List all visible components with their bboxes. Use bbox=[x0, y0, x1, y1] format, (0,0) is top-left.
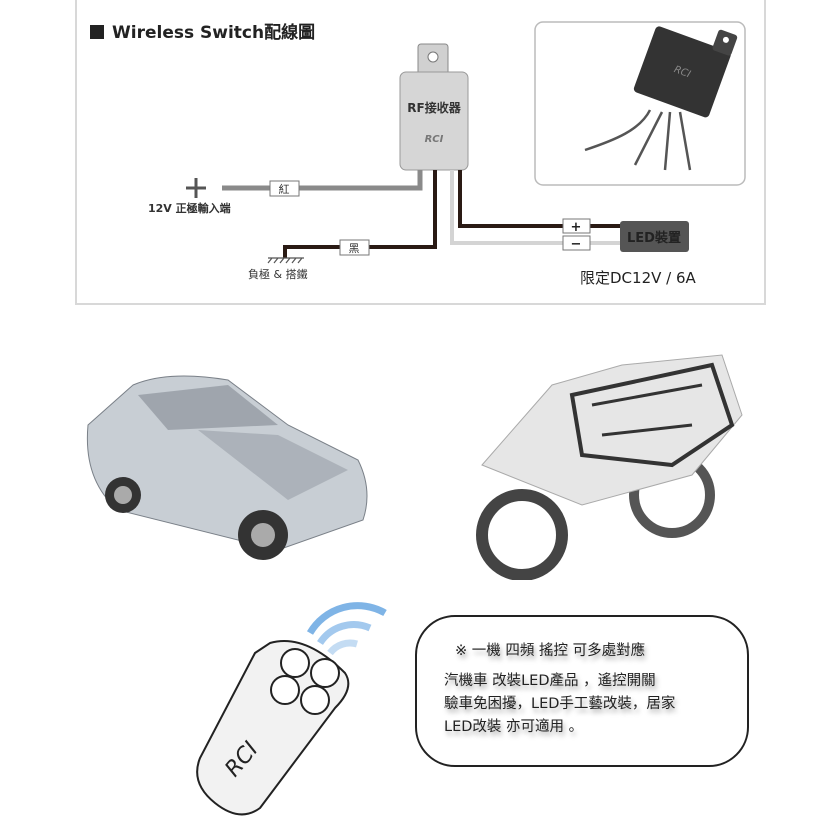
positive-input-label: 12V 正極輸入端 bbox=[148, 201, 231, 215]
plus-label: + bbox=[571, 220, 582, 235]
callout-line: ※ 一機 四頻 搖控 可多處對應 bbox=[455, 643, 646, 659]
black-label-box bbox=[339, 239, 370, 256]
callout-line: 驗車免困擾，LED手工藝改裝，居家 bbox=[444, 696, 676, 712]
limit-label: 限定DC12V / 6A bbox=[580, 269, 697, 287]
receiver-photo: RCI bbox=[633, 26, 738, 118]
plus-icon bbox=[186, 178, 206, 198]
title-text: Wireless Switch配線圖 bbox=[112, 23, 316, 43]
plus-box bbox=[562, 218, 591, 234]
diagram-title: Wireless Switch配線圖 bbox=[90, 18, 315, 43]
receiver-brand: RCI bbox=[425, 134, 444, 145]
ground-label: 負極 & 搭鐵 bbox=[248, 267, 308, 281]
square-bullet-icon bbox=[90, 25, 104, 39]
remote-button bbox=[300, 685, 330, 715]
minus-box bbox=[562, 235, 591, 251]
receiver-label: RF接收器 bbox=[407, 100, 461, 115]
led-device-label: LED裝置 bbox=[627, 230, 681, 246]
led-device-box bbox=[620, 221, 689, 252]
black-label: 黑 bbox=[349, 242, 360, 255]
remote-button bbox=[280, 648, 310, 678]
remote-button bbox=[270, 675, 300, 705]
red-wire bbox=[222, 170, 423, 191]
motorcycle-cutaway-image bbox=[476, 354, 743, 580]
mount-hole bbox=[427, 51, 439, 63]
red-label: 紅 bbox=[279, 183, 290, 196]
signal-wave-icon bbox=[306, 602, 387, 635]
wiring-diagram: RF接收器 RCI 紅 12V 正極輸入端 黑 負極 & 搭鐵 + − LED裝… bbox=[148, 21, 746, 287]
ground-icon bbox=[267, 257, 304, 264]
remote-control-image: RCI bbox=[196, 602, 387, 816]
red-label-box bbox=[269, 180, 300, 197]
minus-label: − bbox=[571, 237, 582, 252]
receiver-wires bbox=[584, 109, 692, 171]
callout-line: LED改裝 亦可適用 。 bbox=[444, 719, 584, 735]
svg-text:RCI: RCI bbox=[672, 64, 692, 80]
remote-button bbox=[310, 658, 340, 688]
rf-receiver-box bbox=[399, 71, 469, 171]
car-cutaway-image bbox=[86, 375, 368, 560]
callout-line: 汽機車 改裝LED產品 ，遙控開關 bbox=[444, 673, 656, 689]
feature-callout: ※ 一機 四頻 搖控 可多處對應 汽機車 改裝LED產品 ，遙控開關 驗車免困擾… bbox=[415, 615, 749, 767]
